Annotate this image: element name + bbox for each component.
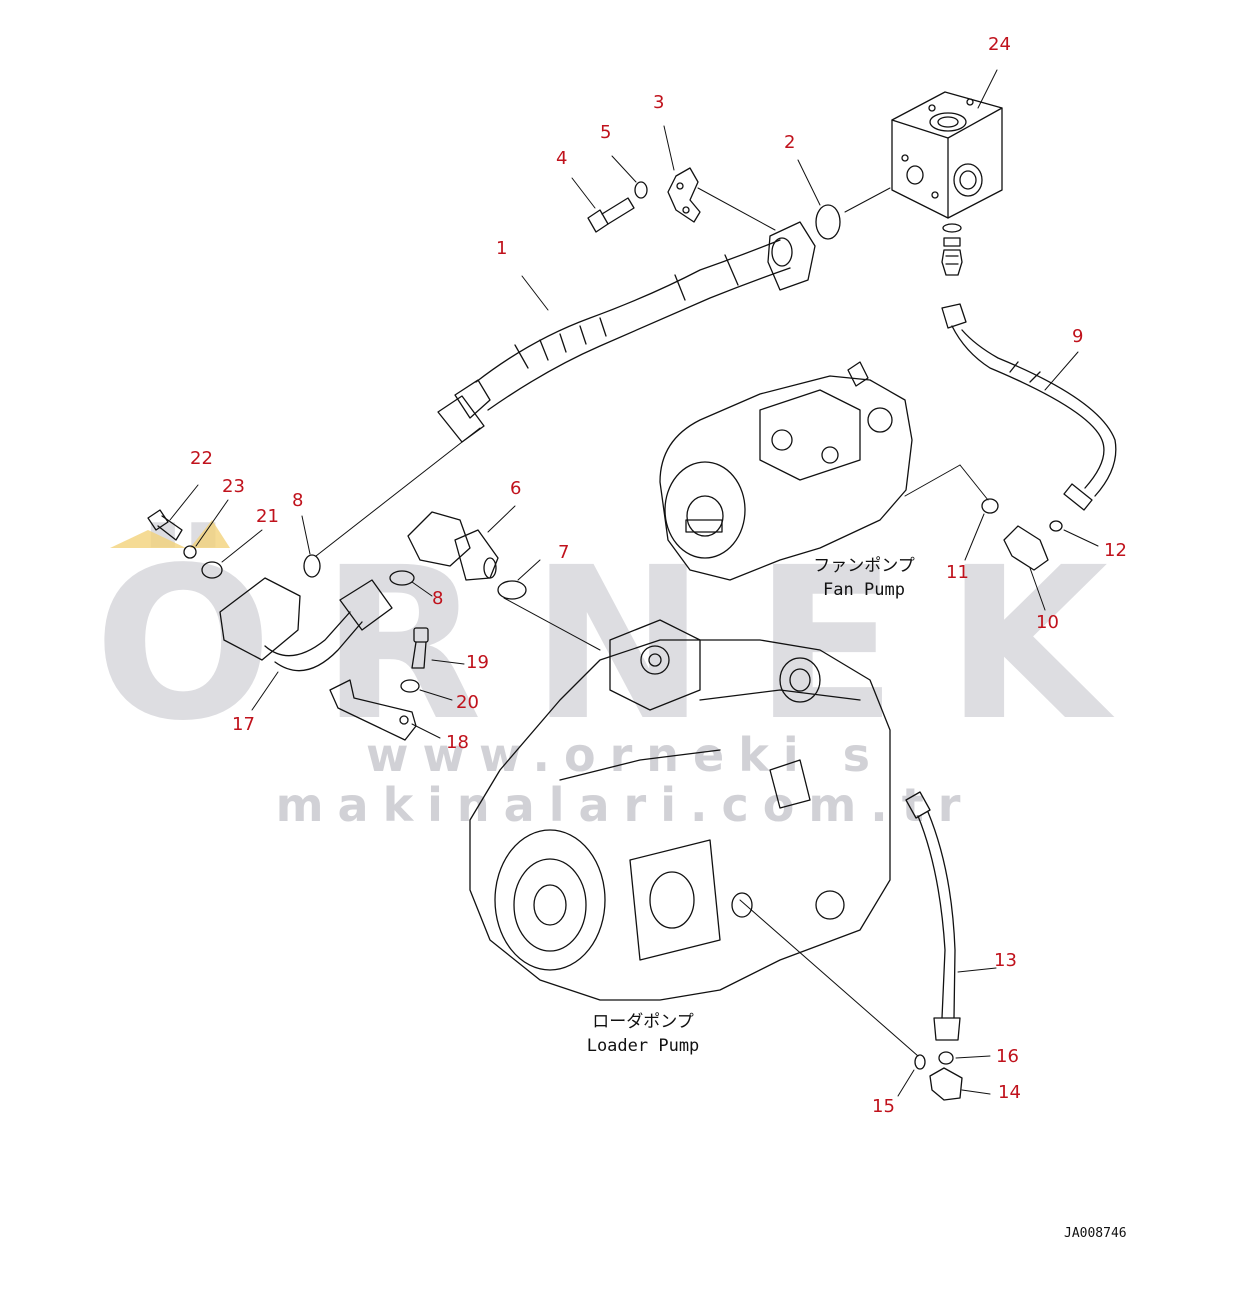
split-flange-part xyxy=(667,167,701,223)
callout-4: 4 xyxy=(556,148,568,169)
callout-19: 19 xyxy=(466,652,489,673)
callout-17: 17 xyxy=(232,714,255,735)
o-ring-16 xyxy=(938,1051,954,1065)
callout-5: 5 xyxy=(600,122,612,143)
fan-pump-label-jp: ファンポンプ xyxy=(813,556,915,576)
callout-24: 24 xyxy=(988,34,1011,55)
callout-1: 1 xyxy=(496,238,508,259)
callout-20: 20 xyxy=(456,692,479,713)
callout-6: 6 xyxy=(510,478,522,499)
bolt-4 xyxy=(587,197,635,233)
fitting-14 xyxy=(929,1067,963,1101)
bolt-19 xyxy=(411,627,429,669)
callout-13: 13 xyxy=(994,950,1017,971)
o-ring-11 xyxy=(981,498,999,514)
drain-hose-part xyxy=(905,791,961,1041)
watermark-accent-right xyxy=(190,520,230,548)
o-ring-8a xyxy=(303,554,321,578)
washer-5 xyxy=(634,181,648,199)
washer-20 xyxy=(400,679,420,693)
callout-23: 23 xyxy=(222,476,245,497)
washer-21 xyxy=(201,561,223,579)
main-hose-part xyxy=(437,239,791,443)
drawing-code: JA008746 xyxy=(1064,1226,1127,1241)
loader-pump-label-en: Loader Pump xyxy=(586,1036,700,1056)
o-ring-12 xyxy=(1049,520,1063,532)
fan-pump-label-en: Fan Pump xyxy=(823,580,905,600)
valve-block-part xyxy=(891,91,1003,219)
watermark-brand: ÖRNEK xyxy=(93,522,1157,767)
elbow-fitting-part xyxy=(407,511,499,581)
washer-23 xyxy=(183,545,197,559)
callout-22: 22 xyxy=(190,448,213,469)
o-ring-8b xyxy=(389,570,415,586)
o-ring-7 xyxy=(497,580,527,600)
callout-7: 7 xyxy=(558,542,570,563)
hose-flange xyxy=(767,221,816,291)
callout-8: 8 xyxy=(432,588,444,609)
fan-pump-body xyxy=(659,361,913,581)
block-fitting xyxy=(941,223,963,276)
callout-15: 15 xyxy=(872,1096,895,1117)
callout-16: 16 xyxy=(996,1046,1019,1067)
callout-12: 12 xyxy=(1104,540,1127,561)
callout-14: 14 xyxy=(998,1082,1021,1103)
elbow-tube-part xyxy=(219,577,393,672)
callout-2: 2 xyxy=(784,132,796,153)
callout-10: 10 xyxy=(1036,612,1059,633)
o-ring-15 xyxy=(914,1054,926,1070)
leader-lines xyxy=(169,69,1099,1097)
watermark-accent-left xyxy=(110,530,186,548)
bolt-22 xyxy=(147,509,183,541)
fan-pump-hose-part xyxy=(941,303,1117,511)
callout-11: 11 xyxy=(946,562,969,583)
callout-18: 18 xyxy=(446,732,469,753)
callout-3: 3 xyxy=(653,92,665,113)
callout-9: 9 xyxy=(1072,326,1084,347)
o-ring-2 xyxy=(815,204,841,240)
watermark-url: www.orneki s makinalari.com.tr xyxy=(275,728,975,832)
bracket-part xyxy=(329,679,417,741)
callout-21: 21 xyxy=(256,506,279,527)
loader-pump-label-jp: ローダポンプ xyxy=(592,1012,694,1032)
callout-8: 8 xyxy=(292,490,304,511)
fitting-10 xyxy=(1003,525,1049,571)
loader-pump-body xyxy=(469,619,891,1001)
